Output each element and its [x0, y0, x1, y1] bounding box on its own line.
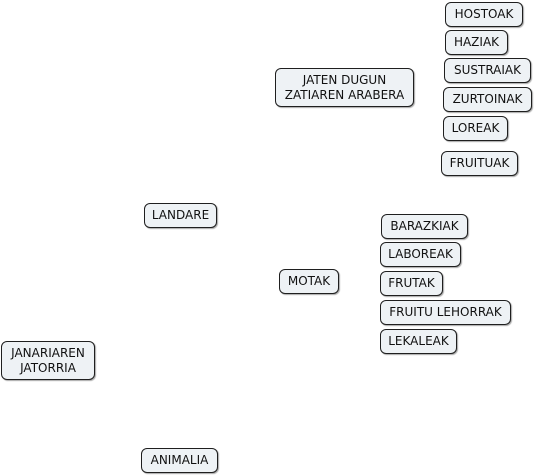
node-lekaleak[interactable]: LEKALEAK: [380, 329, 457, 354]
node-sustraiak[interactable]: SUSTRAIAK: [444, 58, 531, 83]
node-fruitu-lehorrak[interactable]: FRUITU LEHORRAK: [380, 300, 511, 325]
node-hostoak[interactable]: HOSTOAK: [445, 2, 523, 27]
node-jaten-dugun-zatiaren-arabera[interactable]: JATEN DUGUN ZATIAREN ARABERA: [275, 68, 414, 107]
node-janariaren-jatorria[interactable]: JANARIAREN JATORRIA: [1, 341, 95, 380]
node-barazkiak[interactable]: BARAZKIAK: [381, 214, 468, 239]
node-motak[interactable]: MOTAK: [279, 269, 339, 294]
node-landare[interactable]: LANDARE: [144, 203, 217, 228]
node-laboreak[interactable]: LABOREAK: [380, 242, 461, 267]
node-loreak[interactable]: LOREAK: [443, 116, 508, 141]
node-zurtoinak[interactable]: ZURTOINAK: [443, 87, 532, 112]
node-animalia[interactable]: ANIMALIA: [141, 448, 218, 473]
node-haziak[interactable]: HAZIAK: [445, 30, 508, 55]
node-fruituak[interactable]: FRUITUAK: [441, 151, 518, 176]
node-frutak[interactable]: FRUTAK: [380, 271, 443, 296]
